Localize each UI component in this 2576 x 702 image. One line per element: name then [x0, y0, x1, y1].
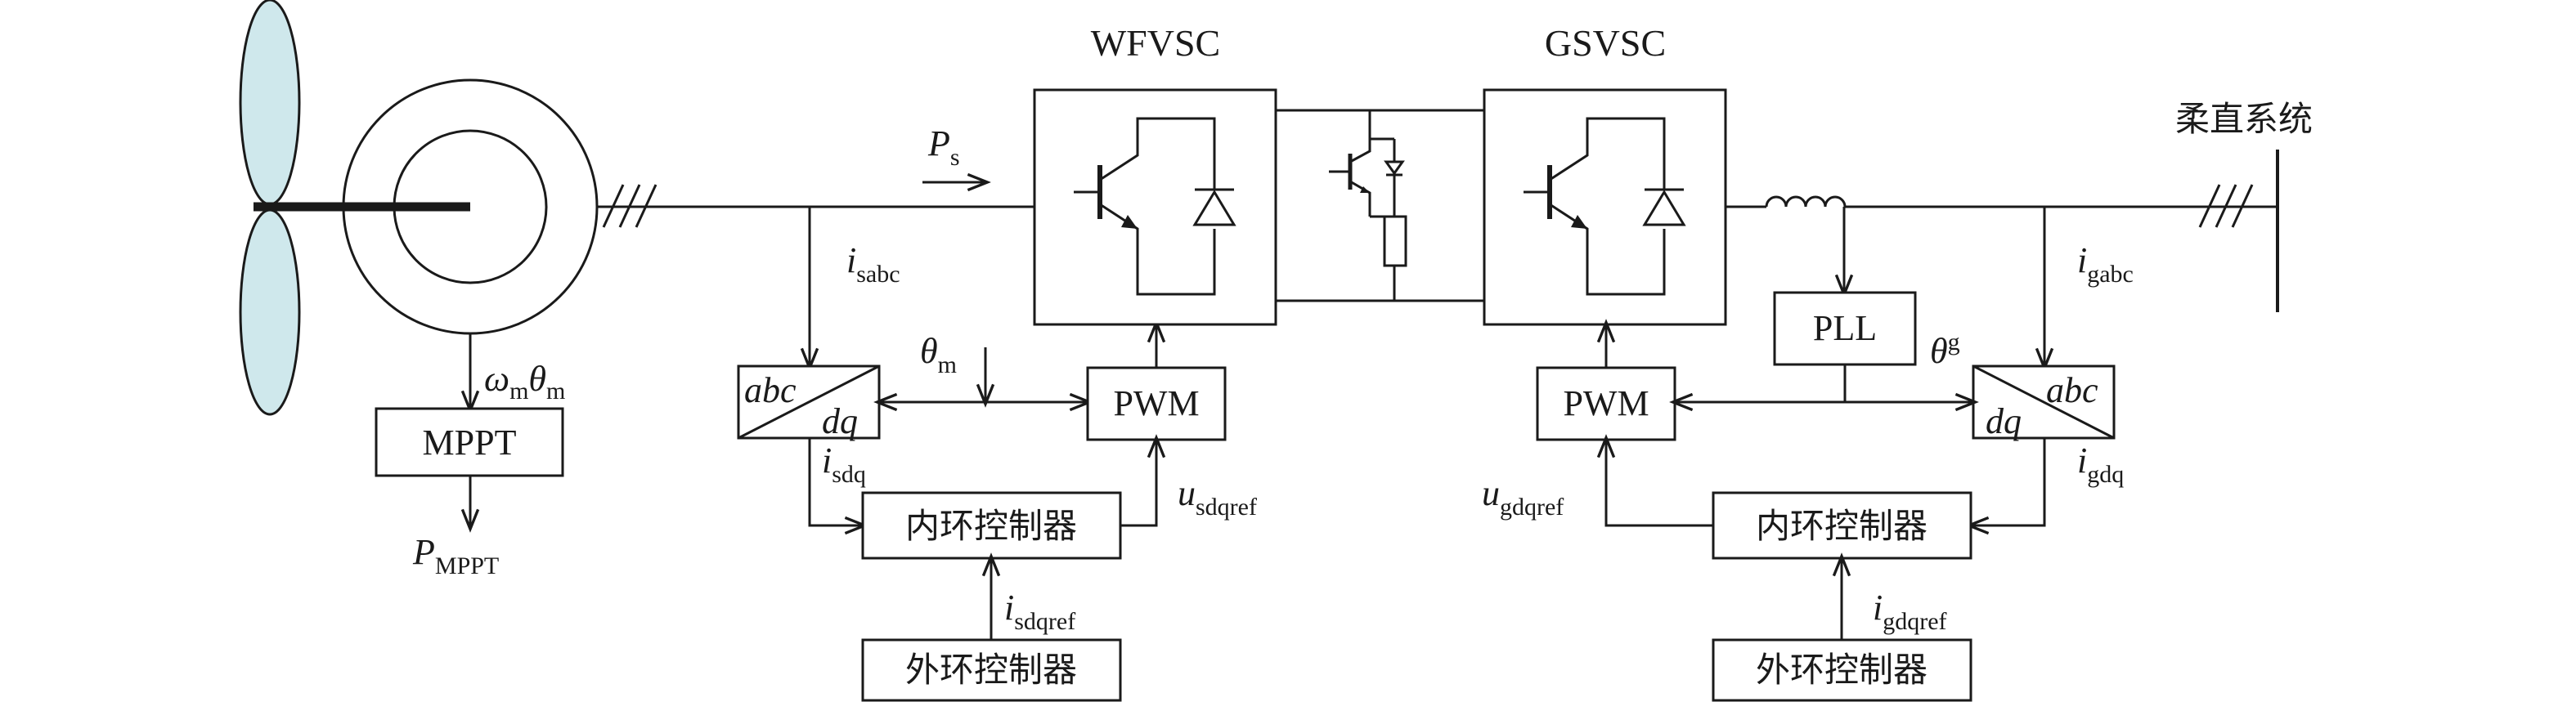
transform-right-dq: dq [1986, 401, 2022, 441]
mppt-label: MPPT [423, 423, 517, 463]
inner-right-label: 内环控制器 [1756, 506, 1928, 546]
isdqref-label: isdqref [1004, 588, 1075, 635]
pwm-block-right [1536, 366, 1676, 441]
isabc-label: isabc [846, 240, 900, 288]
igbt-diode-icon [1524, 117, 1686, 296]
three-phase-marker-icon [2198, 184, 2254, 228]
transform-right-abc: abc [2046, 370, 2098, 410]
igbt-diode-icon [1074, 117, 1236, 296]
pll-block [1773, 291, 1917, 366]
igdqref-label: igdqref [1873, 588, 1947, 635]
outer-right-label: 外环控制器 [1756, 650, 1928, 690]
inner-controller-right [1712, 491, 1972, 560]
pwm-block-left [1086, 366, 1227, 441]
igdq-label: igdq [2077, 440, 2124, 488]
isdq-path [808, 438, 868, 535]
theta-g-label: θg [1930, 329, 1960, 371]
isdq-label: isdq [822, 440, 866, 488]
inner-controller-left [861, 491, 1122, 560]
ps-label: Ps [927, 123, 960, 171]
ugdqref-path [1596, 434, 1713, 527]
ugdqref-label: ugdqref [1482, 473, 1564, 521]
wfvsc-title: WFVSC [1091, 22, 1220, 64]
pll-label: PLL [1813, 308, 1877, 348]
outer-controller-right [1712, 638, 1972, 702]
theta-m-label: θm [920, 331, 957, 378]
wind-turbine-icon [239, 0, 470, 416]
transform-left-abc: abc [744, 370, 797, 410]
gsvsc-title: GSVSC [1545, 22, 1666, 64]
usdqref-path [1120, 434, 1166, 527]
wfvsc-converter [1033, 88, 1277, 326]
outer-left-label: 外环控制器 [905, 650, 1077, 690]
inductor-icon [1765, 195, 1847, 208]
gsvsc-converter [1483, 88, 1727, 326]
transform-left-dq: dq [822, 401, 858, 441]
pmppt-label: PMPPT [412, 532, 499, 579]
mppt-block [375, 407, 564, 477]
chopper-icon [1329, 110, 1407, 301]
omega-label: ωmθm [484, 359, 565, 405]
igabc-label: igabc [2077, 240, 2134, 288]
pwm-right-label: PWM [1563, 383, 1649, 423]
pwm-left-label: PWM [1113, 383, 1199, 423]
usdqref-label: usdqref [1178, 473, 1257, 521]
igdq-path [1965, 438, 2046, 535]
grid-title: 柔直系统 [2175, 99, 2313, 139]
inner-left-label: 内环控制器 [905, 506, 1077, 546]
three-phase-marker-icon [602, 184, 657, 228]
